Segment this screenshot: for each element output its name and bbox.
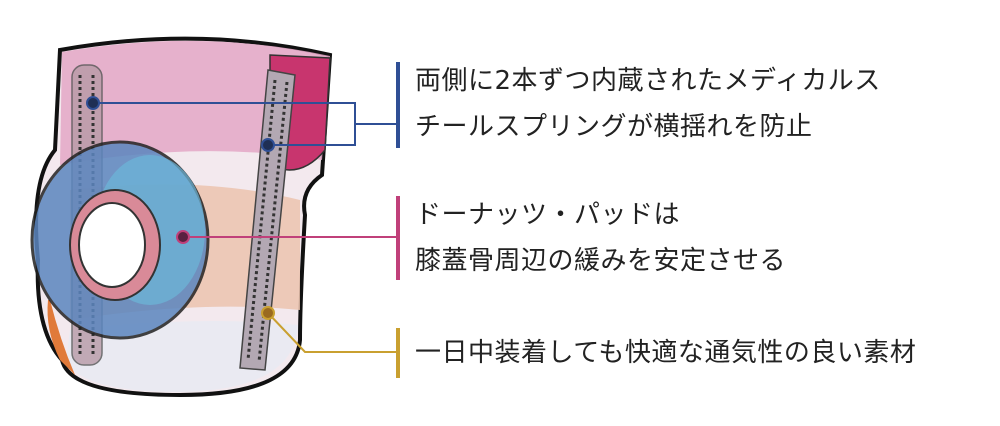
callout-spring-line2: チールスプリングが横揺れを防止 [415,112,813,142]
callout-material-line1: 一日中装着しても快適な通気性の良い素材 [415,338,917,368]
callout-connector-blue [86,96,398,152]
callout-spring: 両側に2本ずつ内蔵されたメディカルス チールスプリングが横揺れを防止 [415,58,881,150]
callout-bar-blue [396,62,400,148]
callout-bar-gold [396,328,400,378]
callout-donut-line2: 膝蓋骨周辺の緩みを安定させる [415,246,787,276]
side-panel [47,300,75,375]
callout-donut-pad: ドーナッツ・パッドは 膝蓋骨周辺の緩みを安定させる [415,192,786,284]
callout-donut-line1: ドーナッツ・パッドは [415,200,681,230]
callout-bar-pink [396,196,400,280]
callout-connector-gold [261,306,398,353]
callout-spring-line1: 両側に2本ずつ内蔵されたメディカルス [415,66,881,96]
callout-material: 一日中装着しても快適な通気性の良い素材 [415,330,916,376]
callout-connector-pink [176,230,398,244]
